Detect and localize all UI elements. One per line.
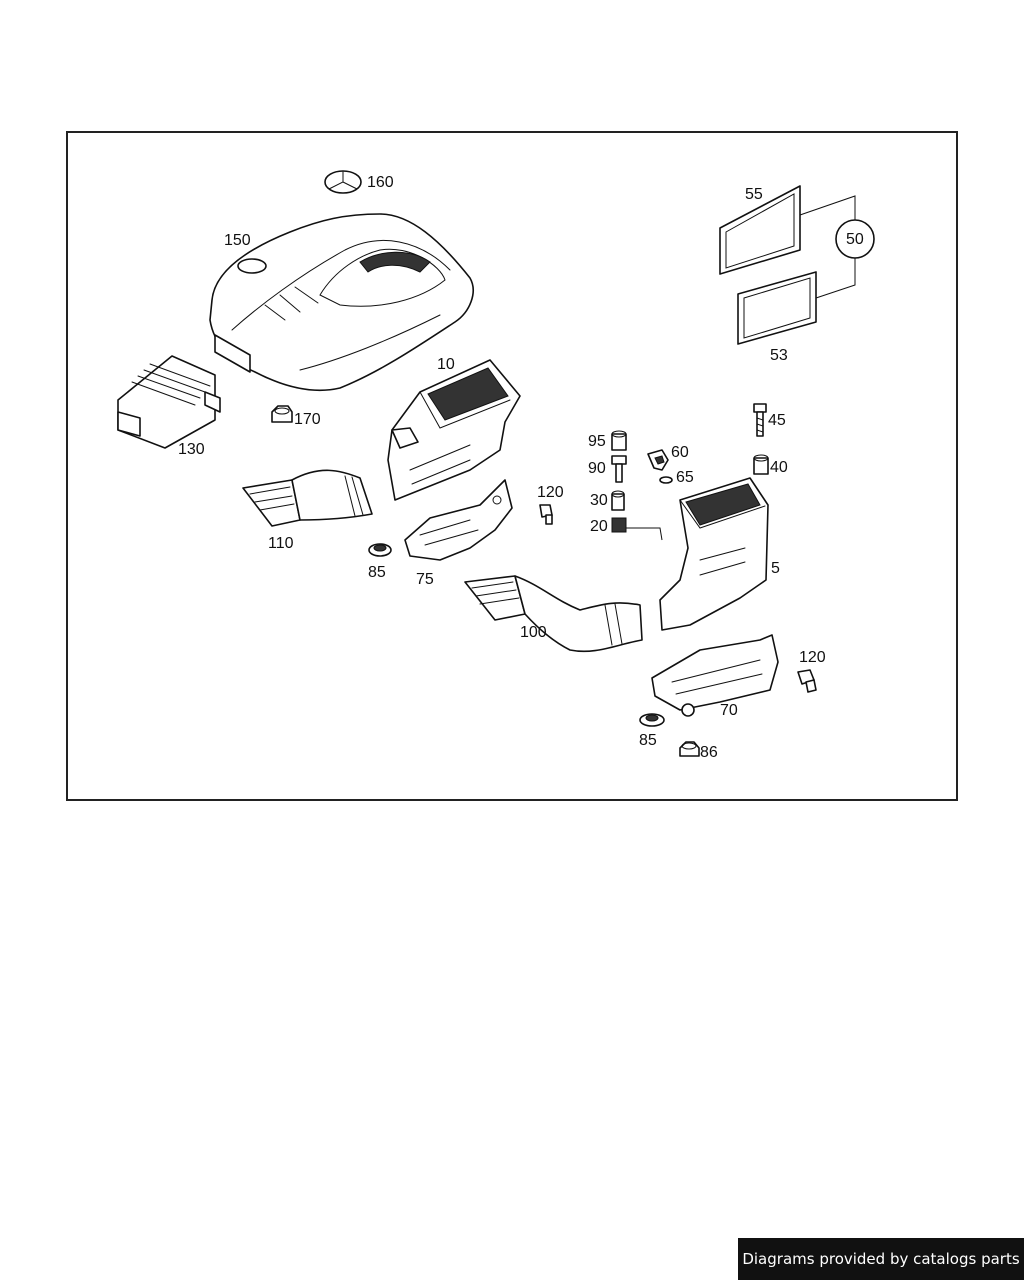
part-5-air-filter-housing xyxy=(659,477,769,631)
part-150-engine-cover xyxy=(209,213,474,392)
part-70-bracket xyxy=(651,634,779,717)
callout-100[interactable]: 100 xyxy=(520,624,547,641)
part-85-grommet-left xyxy=(368,543,392,557)
part-45-bolt xyxy=(753,403,767,437)
part-85-grommet-right xyxy=(639,713,665,727)
callout-130[interactable]: 130 xyxy=(178,441,205,458)
part-10-air-filter-housing xyxy=(387,359,521,501)
part-130-intake-duct xyxy=(117,355,221,449)
part-20-rubber-mount xyxy=(611,517,663,541)
callout-150[interactable]: 150 xyxy=(224,232,251,249)
part-50-set-marker xyxy=(799,195,875,299)
part-90-screw xyxy=(611,455,627,483)
callout-85-right[interactable]: 85 xyxy=(639,732,657,749)
part-120-bolt-upper xyxy=(539,504,553,525)
part-160-emblem xyxy=(324,170,362,194)
part-75-bracket xyxy=(404,479,513,561)
part-53-filter-element xyxy=(737,271,817,345)
callout-120-upper[interactable]: 120 xyxy=(537,484,564,501)
callout-90[interactable]: 90 xyxy=(588,460,606,477)
callout-30[interactable]: 30 xyxy=(590,492,608,509)
callout-86[interactable]: 86 xyxy=(700,744,718,761)
callout-53[interactable]: 53 xyxy=(770,347,788,364)
part-95-bushing xyxy=(611,430,627,451)
callout-110[interactable]: 110 xyxy=(268,535,294,552)
part-120-bolt-lower xyxy=(797,669,817,693)
part-100-intake-pipe xyxy=(464,575,643,653)
part-30-spacer xyxy=(611,490,625,511)
part-55-filter-element xyxy=(719,185,801,275)
callout-45[interactable]: 45 xyxy=(768,412,786,429)
callout-40[interactable]: 40 xyxy=(770,459,788,476)
part-86-nut xyxy=(679,741,700,757)
callout-95[interactable]: 95 xyxy=(588,433,606,450)
callout-20[interactable]: 20 xyxy=(590,518,608,535)
callout-75[interactable]: 75 xyxy=(416,571,434,588)
callout-170[interactable]: 170 xyxy=(294,411,321,428)
part-60-sensor xyxy=(647,449,669,471)
callout-60[interactable]: 60 xyxy=(671,444,689,461)
callout-55[interactable]: 55 xyxy=(745,186,763,203)
part-40-grommet xyxy=(753,454,769,475)
callout-160[interactable]: 160 xyxy=(367,174,394,191)
diagram-frame xyxy=(66,131,958,801)
credit-banner: Diagrams provided by catalogs parts xyxy=(738,1238,1024,1280)
callout-10[interactable]: 10 xyxy=(437,356,455,373)
part-170-nut xyxy=(271,405,293,423)
callout-5[interactable]: 5 xyxy=(771,560,780,577)
callout-85-left[interactable]: 85 xyxy=(368,564,386,581)
callout-70[interactable]: 70 xyxy=(720,702,738,719)
callout-65[interactable]: 65 xyxy=(676,469,694,486)
part-110-intake-pipe xyxy=(242,469,373,527)
callout-50[interactable]: 50 xyxy=(846,231,864,248)
callout-120-lower[interactable]: 120 xyxy=(799,649,826,666)
part-65-o-ring xyxy=(659,476,673,484)
